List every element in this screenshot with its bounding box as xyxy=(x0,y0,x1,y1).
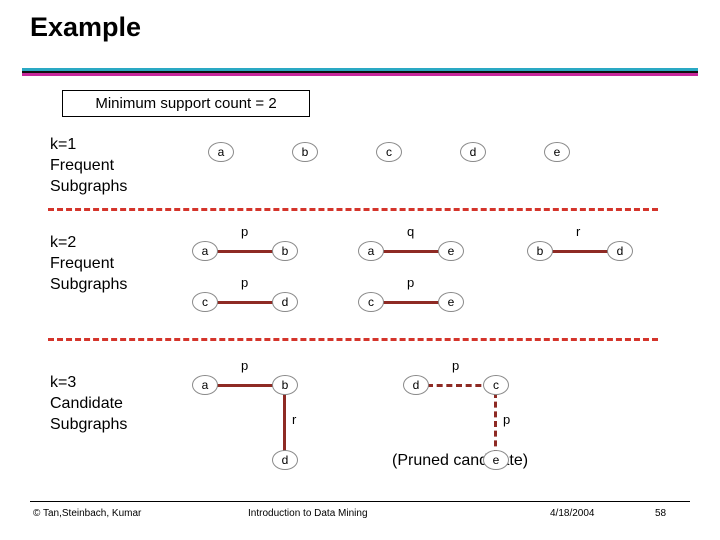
row-separator-1 xyxy=(48,208,658,211)
k3-g2-node-bottom: e xyxy=(483,450,509,470)
k2-g1-node-left: a xyxy=(192,241,218,261)
k1-node-a: a xyxy=(208,142,234,162)
minimum-support-box: Minimum support count = 2 xyxy=(62,90,310,117)
k2-g3-edge-line xyxy=(551,250,615,253)
k3-g2-edge-vertical-label: p xyxy=(503,412,511,427)
k2-g1-edge-label: p xyxy=(241,224,249,239)
k3-g1-edge-horizontal-label: p xyxy=(241,358,249,373)
footer-page-number: 58 xyxy=(655,508,667,519)
k3-g2-edge-vertical-line xyxy=(494,392,497,456)
k2-g5-edge-label: p xyxy=(407,275,415,290)
k3-g2-edge-horizontal-label: p xyxy=(452,358,460,373)
k3-g1-edge-vertical-line xyxy=(283,392,286,456)
k2-g3-node-left: b xyxy=(527,241,553,261)
k1-node-c: c xyxy=(376,142,402,162)
title-rule-black xyxy=(22,71,698,73)
footer-date: 4/18/2004 xyxy=(550,508,595,519)
page-title: Example xyxy=(30,12,142,42)
k2-g1-edge-line xyxy=(216,250,280,253)
k1-node-b: b xyxy=(292,142,318,162)
k2-g5-edge-line xyxy=(382,301,446,304)
k1-node-d: d xyxy=(460,142,486,162)
k2-g2-edge-label: q xyxy=(407,224,415,239)
slide-content: Minimum support count = 2 k=1 Frequent S… xyxy=(0,82,720,492)
k2-g4-node-right: d xyxy=(272,292,298,312)
k2-g5-node-right: e xyxy=(438,292,464,312)
row-label-k1: k=1 Frequent Subgraphs xyxy=(50,136,128,195)
k2-g2-node-left: a xyxy=(358,241,384,261)
k3-g1-edge-vertical-label: r xyxy=(292,412,297,427)
title-rule-pink xyxy=(22,73,698,76)
k3-g2-node-top-right: c xyxy=(483,375,509,395)
row-label-k3: k=3 Candidate Subgraphs xyxy=(50,374,128,433)
title-rule-teal xyxy=(22,68,698,71)
footer-divider xyxy=(30,501,690,502)
row-separator-2 xyxy=(48,338,658,341)
k3-g2-edge-horizontal-line xyxy=(427,384,491,387)
row-label-k2: k=2 Frequent Subgraphs xyxy=(50,234,128,293)
k3-g1-edge-horizontal-line xyxy=(216,384,280,387)
k2-g2-node-right: e xyxy=(438,241,464,261)
k2-g2-edge-line xyxy=(382,250,446,253)
k2-g4-node-left: c xyxy=(192,292,218,312)
k2-g5-node-left: c xyxy=(358,292,384,312)
footer-book: Introduction to Data Mining xyxy=(248,508,368,519)
k3-g1-node-bottom: d xyxy=(272,450,298,470)
k3-g1-node-top-left: a xyxy=(192,375,218,395)
k2-g1-node-right: b xyxy=(272,241,298,261)
k2-g4-edge-line xyxy=(216,301,280,304)
k2-g3-edge-label: r xyxy=(576,224,581,239)
footer-author: © Tan,Steinbach, Kumar xyxy=(33,508,142,519)
k3-g2-node-top-left: d xyxy=(403,375,429,395)
k2-g4-edge-label: p xyxy=(241,275,249,290)
k3-g1-node-top-right: b xyxy=(272,375,298,395)
k1-node-e: e xyxy=(544,142,570,162)
k2-g3-node-right: d xyxy=(607,241,633,261)
